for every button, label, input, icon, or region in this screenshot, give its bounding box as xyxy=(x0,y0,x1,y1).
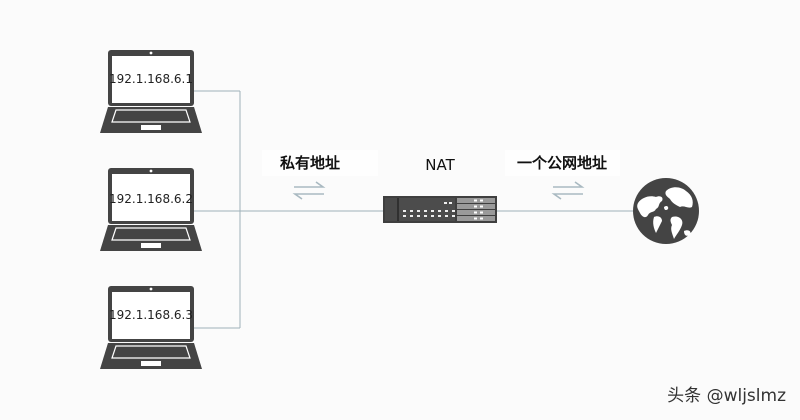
laptop-icon xyxy=(99,285,203,370)
private-label-bg xyxy=(262,150,378,176)
host-ip-label: 192.1.168.6.2 xyxy=(109,192,193,206)
connection-lines xyxy=(193,90,634,329)
host-ip-label: 192.1.168.6.3 xyxy=(109,308,193,322)
bidirectional-arrow-icon xyxy=(551,181,585,200)
host-laptop-2: 192.1.168.6.2 xyxy=(99,167,203,252)
nat-label: NAT xyxy=(425,156,455,174)
laptop-icon xyxy=(99,167,203,252)
public-address-label: 一个公网地址 xyxy=(517,154,607,172)
host-laptop-1: 192.1.168.6.1 xyxy=(99,49,203,134)
bidirectional-arrow-icon xyxy=(292,181,326,200)
host-ip-label: 192.1.168.6.1 xyxy=(109,72,193,86)
watermark: 头条 @wljslmz xyxy=(667,386,786,406)
public-label-bg xyxy=(505,150,620,176)
laptop-icon xyxy=(99,49,203,134)
private-address-label: 私有地址 xyxy=(279,154,340,172)
router-icon xyxy=(383,196,497,223)
host-laptop-3: 192.1.168.6.3 xyxy=(99,285,203,370)
globe-icon xyxy=(633,178,699,244)
